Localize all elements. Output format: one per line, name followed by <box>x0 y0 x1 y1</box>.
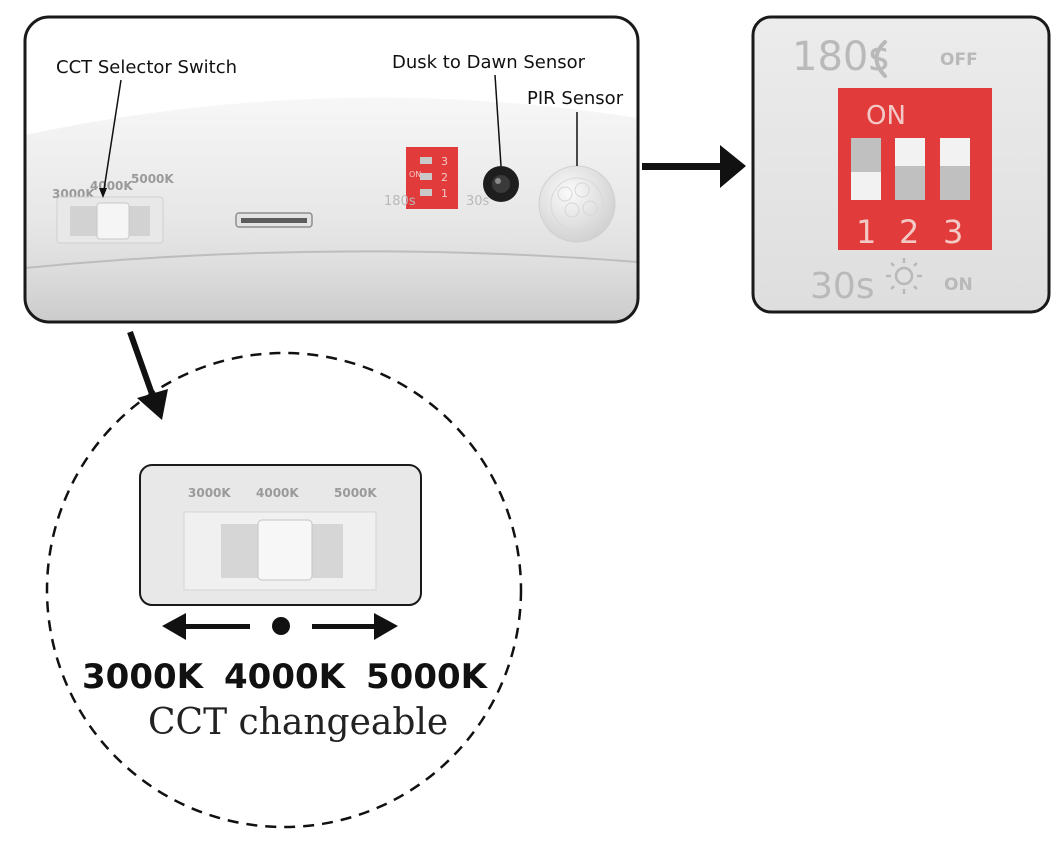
arrow-left-icon <box>162 613 250 640</box>
cct-caption: CCT changeable <box>148 702 448 743</box>
cct-selector-switch: 3000K 4000K 5000K <box>52 172 174 244</box>
dip-switch-zoom: 180s OFF ON 1 2 3 30s <box>751 15 1051 314</box>
dip-on-label: ON <box>866 101 906 131</box>
callout-dusk-to-dawn-sensor: Dusk to Dawn Sensor <box>392 52 586 73</box>
dip-switch-1 <box>851 138 881 200</box>
cct-zoom: 3000K 4000K 5000K 3000K 4000K 5000K CCT … <box>45 351 523 829</box>
dusk-to-dawn-sensor <box>483 166 519 202</box>
sun-icon <box>886 258 922 294</box>
arrow-right-icon <box>642 145 746 188</box>
option-5000k: 5000K <box>366 657 489 697</box>
callout-cct-selector-switch: CCT Selector Switch <box>56 57 237 78</box>
callout-line-dusk <box>494 74 502 167</box>
device-photo-frame <box>23 15 640 324</box>
dip-number-3: 3 <box>943 213 963 251</box>
dip-number-1: 1 <box>856 213 876 251</box>
small-switch-label-5000k: 5000K <box>131 172 174 186</box>
small-dip-on-label: ON <box>409 170 421 179</box>
arrow-right-small-icon <box>312 613 398 640</box>
small-dip-number-2: 2 <box>441 171 448 184</box>
center-dot <box>272 617 290 635</box>
callout-line-cct <box>102 79 122 197</box>
option-4000k: 4000K <box>224 657 347 697</box>
dip-top-state: OFF <box>940 50 978 70</box>
switch-label-3000k: 3000K <box>188 486 231 500</box>
dip-top-time: 180s <box>792 34 889 80</box>
dip-switch-3 <box>940 138 970 200</box>
option-3000k: 3000K <box>82 657 205 697</box>
small-top-time: 180s <box>384 194 416 209</box>
small-dip-switch: 3 2 1 ON <box>406 147 458 209</box>
moon-icon <box>874 40 887 78</box>
device-photo: 3000K 4000K 5000K 3 2 1 ON 180s <box>23 15 640 324</box>
small-dip-number-1: 1 <box>441 187 448 200</box>
housing-band <box>25 251 638 322</box>
switch-knob <box>257 519 313 581</box>
arrow-down-icon <box>127 330 168 420</box>
small-dip-number-3: 3 <box>441 155 448 168</box>
switch-label-5000k: 5000K <box>334 486 377 500</box>
dip-number-2: 2 <box>899 213 919 251</box>
small-bottom-time: 30s <box>466 194 490 209</box>
small-switch-label-4000k: 4000K <box>90 179 133 193</box>
dip-bottom-state: ON <box>944 275 973 295</box>
dip-bottom-time: 30s <box>810 266 875 307</box>
switch-label-4000k: 4000K <box>256 486 299 500</box>
callout-pir-sensor: PIR Sensor <box>527 88 624 109</box>
dip-switch-2 <box>895 138 925 200</box>
pir-sensor <box>538 165 616 243</box>
zoom-dashed-circle <box>45 351 523 829</box>
